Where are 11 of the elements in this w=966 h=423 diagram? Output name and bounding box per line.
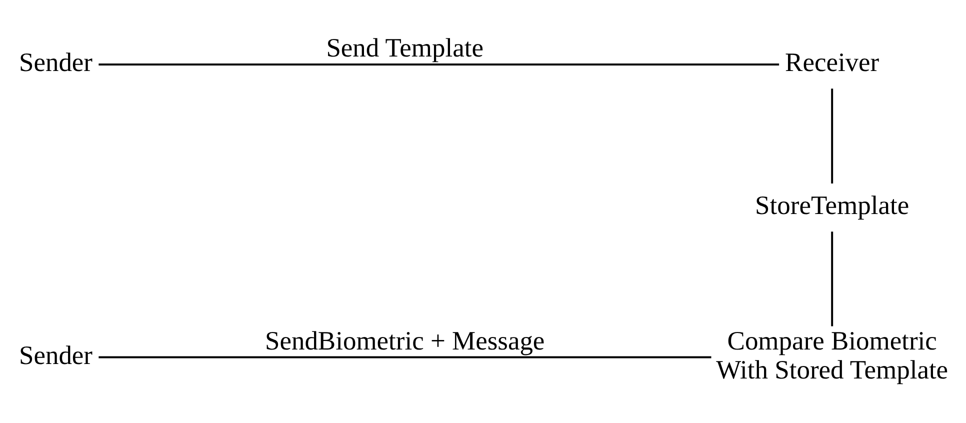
edge-label: Send Template xyxy=(326,32,484,62)
node-text: Sender xyxy=(18,340,93,370)
connector xyxy=(98,63,780,66)
connector xyxy=(831,88,834,184)
node-text: Compare Biometric With Stored Template xyxy=(716,325,948,384)
connector xyxy=(98,356,712,358)
edge-label: SendBiometric + Message xyxy=(264,325,545,356)
node-text: StoreTemplate xyxy=(755,190,910,220)
node-text: Receiver xyxy=(785,47,880,78)
connector xyxy=(831,232,834,326)
node-text: Sender xyxy=(18,47,93,78)
